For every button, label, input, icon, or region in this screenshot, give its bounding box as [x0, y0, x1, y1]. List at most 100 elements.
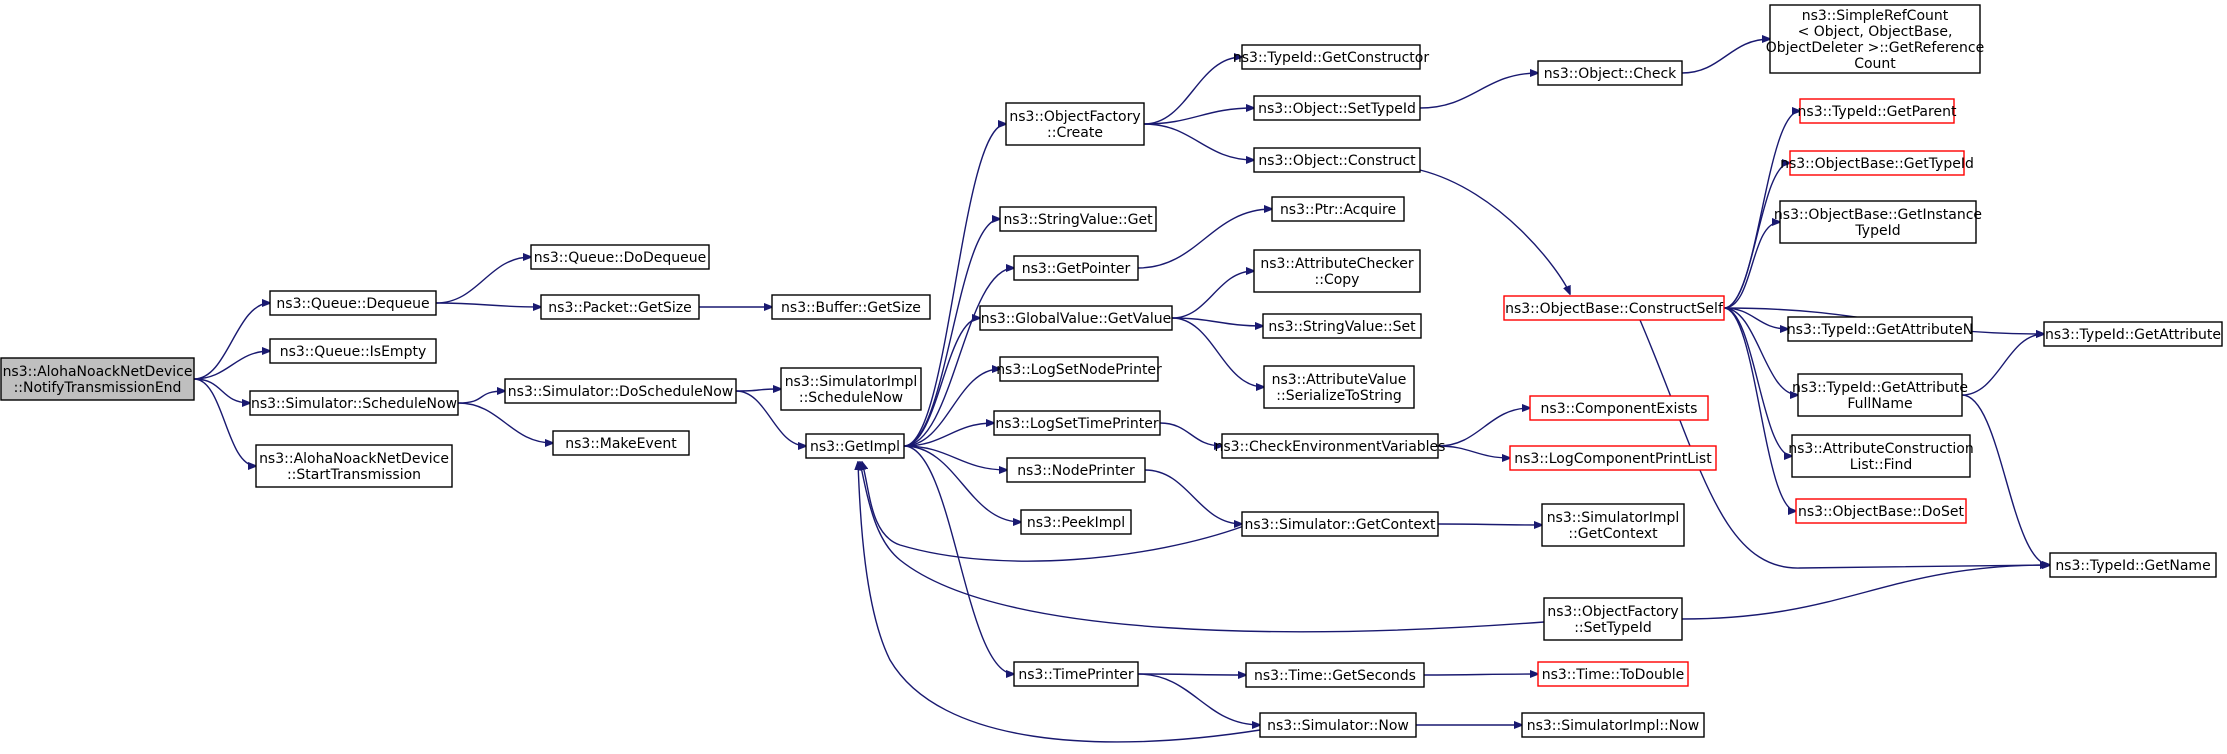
node-gv-getvalue[interactable]: ns3::GlobalValue::GetValue [979, 305, 1173, 331]
edge-sim-doschednow-to-simimpl-schednow [735, 389, 781, 391]
node-pkt-getsize[interactable]: ns3::Packet::GetSize [540, 294, 700, 320]
node-sv-get[interactable]: ns3::StringValue::Get [999, 206, 1157, 232]
edge-getimpl-to-of-create [903, 124, 1006, 447]
edge-checkenv-to-compexists [1437, 408, 1530, 447]
node-tid-getname[interactable]: ns3::TypeId::GetName [2049, 552, 2217, 578]
node-logsettime[interactable]: ns3::LogSetTimePrinter [993, 410, 1161, 436]
node-label: ns3::MakeEvent [565, 436, 677, 452]
node-of-settypeid[interactable]: ns3::ObjectFactory::SetTypeId [1543, 597, 1683, 641]
node-label: ns3::AttributeChecker [1260, 256, 1414, 272]
node-box [1529, 395, 1709, 421]
node-label: ns3::AlohaNoackNetDevice [3, 364, 193, 380]
node-box [1789, 150, 1965, 176]
node-label: ns3::ObjectBase::ConstructSelf [1505, 301, 1724, 317]
node-logsetnode[interactable]: ns3::LogSetNodePrinter [996, 356, 1162, 382]
node-of-create[interactable]: ns3::ObjectFactory::Create [1005, 102, 1145, 146]
node-q-isempty[interactable]: ns3::Queue::IsEmpty [269, 338, 437, 364]
node-label: ::GetContext [1568, 526, 1658, 542]
node-label: ns3::ObjectBase::GetInstance [1774, 207, 1982, 223]
node-box [1791, 434, 1971, 478]
node-ob-doset[interactable]: ns3::ObjectBase::DoSet [1795, 498, 1967, 524]
node-sim-getcontext[interactable]: ns3::Simulator::GetContext [1241, 511, 1439, 537]
node-simimpl-schednow[interactable]: ns3::SimulatorImpl::ScheduleNow [780, 367, 922, 411]
node-label: ns3::Object::Construct [1258, 153, 1416, 169]
node-q-dequeue[interactable]: ns3::Queue::Dequeue [269, 290, 437, 316]
node-root[interactable]: ns3::AlohaNoackNetDevice::NotifyTransmis… [0, 357, 195, 401]
node-tid-getparent[interactable]: ns3::TypeId::GetParent [1798, 98, 1957, 124]
node-peekimpl[interactable]: ns3::PeekImpl [1020, 509, 1132, 535]
node-box [1543, 597, 1683, 641]
node-obj-settypeid[interactable]: ns3::Object::SetTypeId [1253, 95, 1421, 121]
nodes-layer: ns3::AlohaNoackNetDevice::NotifyTransmis… [0, 4, 2223, 738]
node-compexists[interactable]: ns3::ComponentExists [1529, 395, 1709, 421]
node-box [540, 294, 700, 320]
node-simimpl-now[interactable]: ns3::SimulatorImpl::Now [1521, 712, 1705, 738]
node-box [1262, 313, 1422, 339]
node-label: ns3::Simulator::DoScheduleNow [508, 384, 733, 400]
node-av-serialize[interactable]: ns3::AttributeValue::SerializeToString [1263, 365, 1415, 409]
node-attrchecker-copy[interactable]: ns3::AttributeChecker::Copy [1253, 249, 1421, 293]
node-label: ns3::TypeId::GetAttribute [2045, 327, 2221, 343]
node-label: ns3::Simulator::ScheduleNow [251, 396, 457, 412]
node-label: ns3::Ptr::Acquire [1280, 202, 1396, 218]
node-sim-schednow[interactable]: ns3::Simulator::ScheduleNow [249, 390, 459, 416]
node-ob-gettypeid[interactable]: ns3::ObjectBase::GetTypeId [1780, 150, 1974, 176]
node-ob-constructself[interactable]: ns3::ObjectBase::ConstructSelf [1503, 295, 1725, 321]
node-simplerefcount[interactable]: ns3::SimpleRefCount< Object, ObjectBase,… [1766, 4, 1984, 74]
node-makeevent[interactable]: ns3::MakeEvent [552, 430, 690, 456]
node-box [1245, 662, 1425, 688]
node-label: ::StartTransmission [287, 467, 421, 483]
node-sim-now[interactable]: ns3::Simulator::Now [1259, 712, 1417, 738]
edge-ob-constructself-to-tid-getattrn [1723, 307, 1788, 329]
edge-sim-schednow-to-makeevent [457, 402, 553, 443]
node-label: ns3::StringValue::Get [1003, 212, 1153, 228]
edge-ob-constructself-to-ob-getinstance [1723, 222, 1780, 309]
node-getpointer[interactable]: ns3::GetPointer [1013, 255, 1139, 281]
node-checkenv[interactable]: ns3::CheckEnvironmentVariables [1215, 433, 1446, 459]
node-label: ns3::Time::ToDouble [1542, 667, 1685, 683]
node-time-todouble[interactable]: ns3::Time::ToDouble [1537, 661, 1689, 687]
node-box [1797, 373, 1963, 417]
node-nodeprinter[interactable]: ns3::NodePrinter [1006, 457, 1146, 483]
node-timeprinter[interactable]: ns3::TimePrinter [1013, 661, 1139, 687]
node-box [1221, 433, 1439, 459]
node-box [993, 410, 1161, 436]
edge-gv-getvalue-to-attrchecker-copy [1171, 271, 1254, 319]
edge-timeprinter-to-sim-now [1137, 673, 1260, 725]
node-box [1005, 102, 1145, 146]
node-q-dodequeue[interactable]: ns3::Queue::DoDequeue [530, 244, 710, 270]
node-tid-getattrn[interactable]: ns3::TypeId::GetAttributeN [1787, 316, 1973, 342]
node-label: ns3::PeekImpl [1027, 515, 1125, 531]
node-box [2049, 552, 2217, 578]
node-logcompprint[interactable]: ns3::LogComponentPrintList [1509, 445, 1717, 471]
node-label: ns3::ComponentExists [1541, 401, 1698, 417]
node-aloha-start[interactable]: ns3::AlohaNoackNetDevice::StartTransmiss… [255, 444, 453, 488]
node-tid-getctor[interactable]: ns3::TypeId::GetConstructor [1233, 44, 1429, 70]
node-buf-getsize[interactable]: ns3::Buffer::GetSize [771, 294, 931, 320]
node-tid-getattr[interactable]: ns3::TypeId::GetAttribute [2043, 321, 2223, 347]
node-sv-set[interactable]: ns3::StringValue::Set [1262, 313, 1422, 339]
node-box [1779, 200, 1977, 244]
node-time-getseconds[interactable]: ns3::Time::GetSeconds [1245, 662, 1425, 688]
node-box [1253, 147, 1421, 173]
edge-q-dequeue-to-q-dodequeue [435, 257, 531, 304]
edge-sim-doschednow-to-getimpl [735, 390, 806, 446]
node-box [255, 444, 453, 488]
node-box [1769, 4, 1981, 74]
node-box [504, 378, 737, 404]
node-box [1509, 445, 1717, 471]
node-simimpl-getcontext[interactable]: ns3::SimulatorImpl::GetContext [1541, 503, 1685, 547]
node-obj-construct[interactable]: ns3::Object::Construct [1253, 147, 1421, 173]
node-label: ns3::GetImpl [810, 439, 900, 455]
node-label: ns3::SimulatorImpl [1547, 510, 1680, 526]
node-box [1503, 295, 1725, 321]
node-ptr-acquire[interactable]: ns3::Ptr::Acquire [1271, 196, 1405, 222]
node-sim-doschednow[interactable]: ns3::Simulator::DoScheduleNow [504, 378, 737, 404]
edge-root-to-aloha-start [193, 378, 256, 466]
node-obj-check[interactable]: ns3::Object::Check [1537, 60, 1683, 86]
node-getimpl[interactable]: ns3::GetImpl [805, 433, 905, 459]
node-box [999, 206, 1157, 232]
